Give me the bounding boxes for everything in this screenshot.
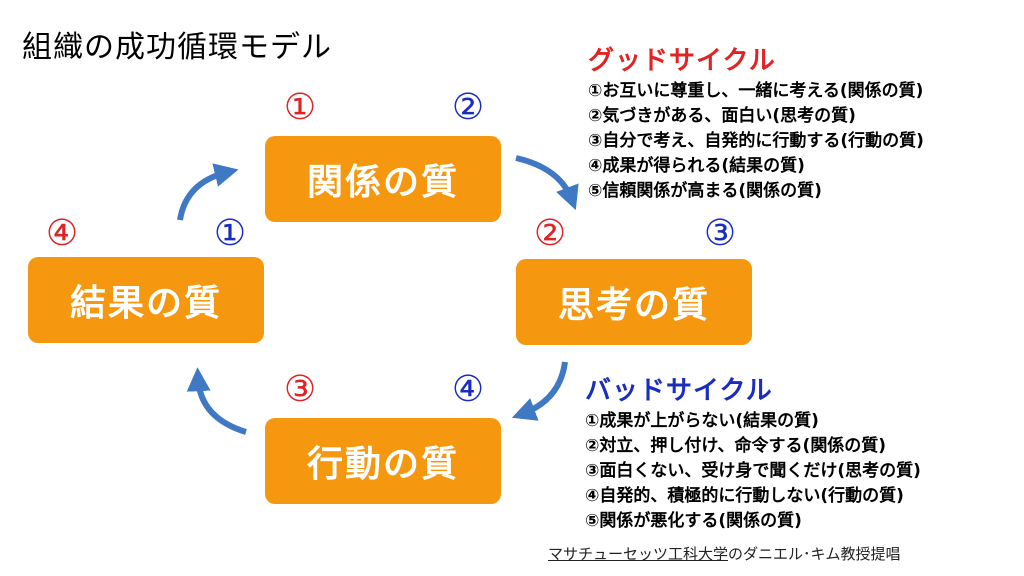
good-cycle-item: ②気づきがある、面白い(思考の質) — [588, 106, 856, 126]
bad-cycle-item: ②対立、押し付け、命令する(関係の質) — [585, 436, 887, 456]
box-result-quality: 結果の質 — [28, 257, 264, 343]
good-step-action: ③ — [283, 369, 317, 410]
bad-step-relation: ② — [451, 87, 485, 128]
arrow-result-to-relation — [177, 163, 239, 221]
good-cycle-item: ①お互いに尊重し、一緒に考える(関係の質) — [588, 81, 924, 101]
box-relation-quality: 関係の質 — [265, 136, 501, 222]
good-cycle-panel: グッドサイクル ①お互いに尊重し、一緒に考える(関係の質) ②気づきがある、面白… — [588, 40, 924, 204]
credit-rest: のダニエル･キム教授提唱 — [728, 545, 901, 563]
bad-cycle-item: ①成果が上がらない(結果の質) — [585, 411, 819, 431]
bad-step-result: ① — [213, 213, 247, 254]
arrow-relation-to-thinking — [515, 155, 579, 211]
bad-cycle-item: ③面白くない、受け身で聞くだけ(思考の質) — [585, 461, 921, 481]
box-thinking-quality: 思考の質 — [516, 259, 752, 345]
good-cycle-heading: グッドサイクル — [588, 46, 776, 76]
page-title: 組織の成功循環モデル — [22, 30, 332, 65]
arrow-action-to-result — [186, 367, 247, 435]
credit-note: マサチューセッツ工科大学のダニエル･キム教授提唱 — [548, 543, 901, 564]
good-cycle-list: ①お互いに尊重し、一緒に考える(関係の質) ②気づきがある、面白い(思考の質) … — [588, 79, 924, 204]
bad-cycle-item: ④自発的、積極的に行動しない(行動の質) — [585, 486, 904, 506]
good-cycle-item: ③自分で考え、自発的に行動する(行動の質) — [588, 131, 924, 151]
bad-cycle-panel: バッドサイクル ①成果が上がらない(結果の質) ②対立、押し付け、命令する(関係… — [585, 370, 921, 534]
good-cycle-item: ④成果が得られる(結果の質) — [588, 156, 805, 176]
bad-step-thinking: ③ — [703, 213, 737, 254]
credit-institution: マサチューセッツ工科大学 — [548, 545, 729, 563]
arrow-thinking-to-action — [511, 361, 568, 421]
good-step-result: ④ — [45, 213, 79, 254]
box-action-quality: 行動の質 — [265, 418, 501, 504]
good-cycle-item: ⑤信頼関係が高まる(関係の質) — [588, 181, 822, 201]
good-step-thinking: ② — [533, 213, 567, 254]
bad-cycle-heading: バッドサイクル — [585, 376, 773, 406]
bad-step-action: ④ — [451, 369, 485, 410]
bad-cycle-list: ①成果が上がらない(結果の質) ②対立、押し付け、命令する(関係の質) ③面白く… — [585, 409, 921, 534]
good-step-relation: ① — [283, 87, 317, 128]
bad-cycle-item: ⑤関係が悪化する(関係の質) — [585, 511, 802, 531]
